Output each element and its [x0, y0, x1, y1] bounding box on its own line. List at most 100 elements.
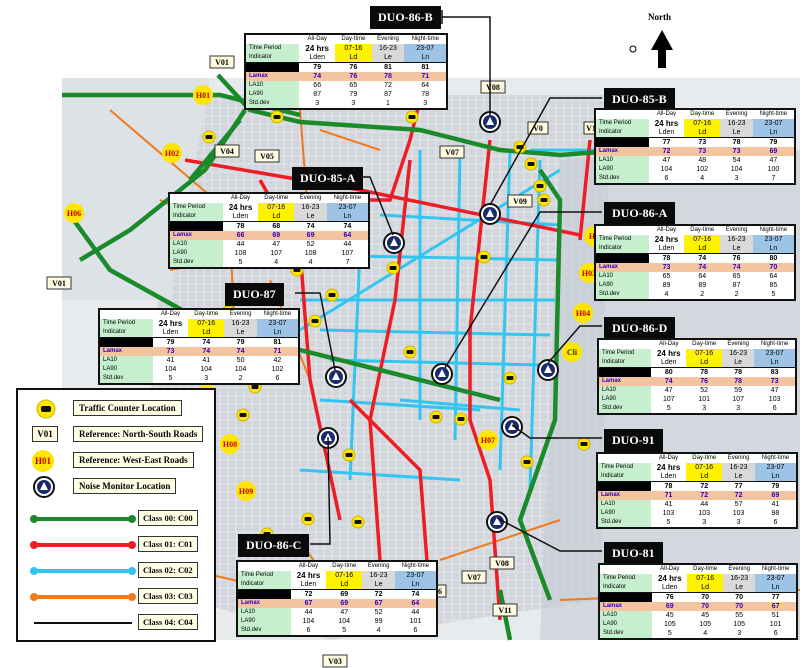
col-all-day: All-Day: [658, 455, 679, 461]
v-ref-v03: V03: [322, 654, 348, 668]
value-cell: 69: [294, 231, 327, 240]
ind-le: Le: [720, 128, 753, 138]
period-label: Time Period: [598, 463, 651, 472]
ind-lden: Lden: [660, 473, 677, 480]
map-legend: Traffic Counter Location V01 Reference: …: [16, 388, 216, 642]
col-evening: Evening: [229, 311, 252, 317]
value-cell: 2: [238, 375, 243, 382]
legend-class-label: Class 01: C01: [138, 536, 198, 552]
h03-label: H03: [582, 269, 596, 278]
traffic-counter-marker: [308, 314, 322, 328]
value-cell: 74: [651, 377, 687, 386]
value-cell: 103: [732, 510, 745, 517]
value-cell: 4: [274, 259, 279, 266]
col-day-time: Day-time: [264, 195, 289, 201]
period-label: Time Period: [238, 571, 291, 580]
row-label: Std.dev: [100, 374, 153, 383]
legend-class-row: Class 00: C00: [18, 508, 214, 530]
ind-ld: Ld: [686, 358, 723, 368]
period-24h: 24 hrs: [305, 44, 329, 53]
value-cell: 64: [394, 599, 436, 608]
period-24h: 24 hrs: [654, 119, 679, 128]
col-evening: Evening: [299, 195, 322, 201]
row-label-lden: [599, 367, 652, 377]
value-cell: 3: [737, 630, 742, 637]
h01-label: H01: [196, 91, 210, 100]
value-cell: 71: [404, 72, 446, 81]
value-cell: 52: [306, 241, 315, 248]
ind-ld: Ld: [684, 244, 721, 254]
value-cell: 104: [338, 618, 351, 625]
period-night: 23-07: [256, 319, 298, 328]
row-label: Lamax: [238, 599, 291, 608]
col-day-time: Day-time: [332, 563, 357, 569]
row-label: Lamax: [170, 231, 223, 240]
row-label-lden: [596, 253, 649, 263]
noise-monitor-marker: [383, 232, 405, 254]
period-24h: 24 hrs: [158, 319, 183, 328]
value-cell: 74: [299, 72, 336, 81]
value-cell: 70: [723, 602, 756, 611]
v04-label: V04: [220, 147, 234, 156]
value-cell: 77: [755, 592, 796, 602]
period-day: 07-16: [684, 119, 721, 128]
period-evening: 16-23: [224, 319, 257, 328]
period-day: 07-16: [188, 319, 225, 328]
ind-ld: Ld: [258, 212, 295, 222]
value-cell: 73: [754, 377, 795, 386]
row-label: LA10: [100, 356, 153, 365]
value-cell: 74: [294, 221, 327, 231]
ind-ln: Ln: [752, 128, 794, 138]
period-evening: 16-23: [720, 235, 753, 244]
traffic-counter-marker: [533, 179, 547, 193]
h-ref-h02: H02: [162, 143, 182, 163]
monitor-tag-duo-85-b: DUO-85-B: [604, 88, 675, 111]
value-cell: 79: [224, 337, 257, 347]
value-cell: 5: [666, 519, 671, 526]
col-all-day: All-Day: [656, 227, 677, 233]
value-cell: 69: [326, 599, 363, 608]
monitor-tag-duo-81: DUO-81: [604, 542, 663, 565]
value-cell: 108: [304, 250, 317, 257]
period-night: 23-07: [326, 203, 368, 212]
ind-lden: Lden: [658, 129, 675, 136]
ind-ln: Ln: [754, 472, 796, 482]
value-cell: 78: [421, 91, 430, 98]
value-cell: 107: [662, 396, 675, 403]
value-cell: 64: [698, 273, 707, 280]
legend-vref-row: V01 Reference: North-South Roads: [18, 424, 214, 446]
value-cell: 100: [767, 166, 780, 173]
ind-ln: Ln: [752, 244, 794, 254]
class-line-swatch: [34, 622, 132, 624]
blank-cell: [598, 454, 651, 463]
value-cell: 72: [362, 589, 395, 599]
row-label-lden: [600, 592, 653, 602]
value-cell: 41: [664, 501, 673, 508]
value-cell: 103: [768, 396, 781, 403]
v-ref-v05: V05: [254, 149, 280, 163]
indicator-label: Indicator: [598, 472, 651, 482]
value-cell: 7: [771, 175, 776, 182]
traffic-counter-icon: [36, 399, 56, 419]
value-cell: 72: [648, 147, 685, 156]
monitor-tag-duo-86-a: DUO-86-A: [604, 202, 676, 225]
col-night-time: Night-time: [411, 36, 439, 42]
value-cell: 80: [752, 253, 794, 263]
row-label: LA10: [600, 611, 653, 620]
value-cell: 77: [648, 137, 685, 147]
row-label: LA90: [100, 365, 153, 374]
traffic-counter-marker: [524, 157, 538, 171]
period-24h: 24 hrs: [657, 574, 682, 583]
value-cell: 89: [698, 282, 707, 289]
noise-monitor-marker: [479, 203, 501, 225]
period-night: 23-07: [752, 119, 794, 128]
ind-le: Le: [362, 580, 395, 590]
row-label: Std.dev: [598, 518, 651, 527]
h-ref-h08: H08: [220, 434, 240, 454]
value-cell: 3: [423, 100, 428, 107]
period-label: Time Period: [170, 203, 223, 212]
traffic-counter-marker: [454, 412, 468, 426]
value-cell: 64: [421, 82, 430, 89]
row-label-lden: [170, 221, 223, 231]
